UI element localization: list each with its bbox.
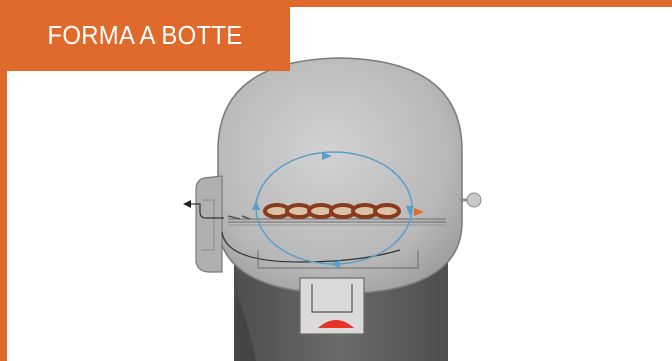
heat-element bbox=[318, 320, 354, 328]
food-link-6 bbox=[373, 203, 401, 219]
page-title: FORMA A BOTTE bbox=[47, 20, 243, 50]
side-door bbox=[195, 175, 223, 273]
barrel-body bbox=[217, 57, 463, 295]
knob-icon bbox=[466, 192, 482, 208]
side-door-hinge bbox=[202, 199, 215, 251]
frame-left-border bbox=[0, 0, 7, 361]
food-chain bbox=[263, 203, 401, 219]
probe-2 bbox=[241, 215, 251, 220]
firebox-inner bbox=[311, 284, 353, 313]
frame-top-border bbox=[0, 0, 672, 7]
exhaust-path bbox=[190, 203, 224, 219]
arrow-left-icon bbox=[183, 200, 191, 208]
base-left-side bbox=[234, 290, 256, 361]
airflow-arrow-left bbox=[252, 200, 260, 210]
title-tab: FORMA A BOTTE bbox=[0, 0, 290, 71]
arrow-right-icon bbox=[414, 208, 424, 216]
airflow-arrow-bottom bbox=[330, 260, 340, 268]
probe-1 bbox=[227, 215, 241, 220]
airflow-arrow-top bbox=[322, 152, 332, 160]
lower-compartment bbox=[257, 250, 419, 269]
airflow-arrow-right bbox=[406, 206, 414, 216]
